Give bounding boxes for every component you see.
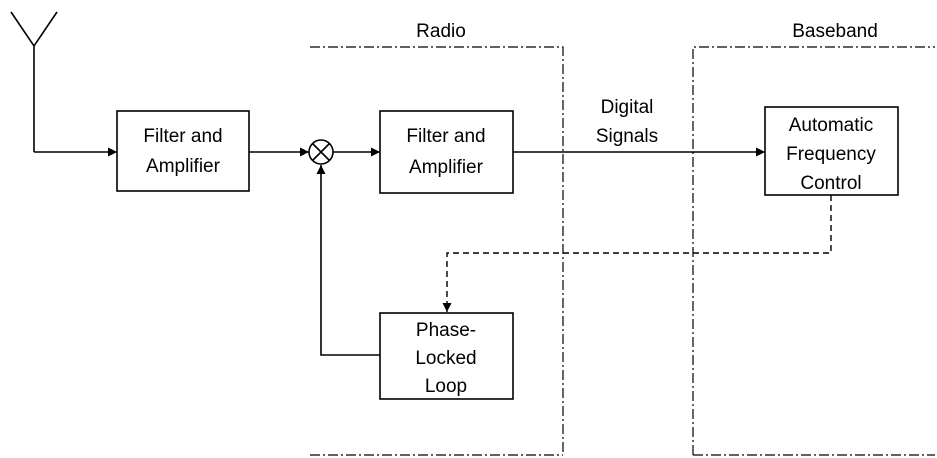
mixer-icon (308, 139, 334, 165)
radio-region-boundary (310, 46, 564, 456)
filter-amplifier-1-line-1: Filter and (143, 126, 222, 147)
phase-locked-loop-block: Phase- Locked Loop (379, 312, 514, 400)
filter-amplifier-block-2: Filter and Amplifier (379, 110, 514, 194)
pll-to-mixer-wire (316, 165, 380, 356)
filter-amplifier-1-line-2: Amplifier (146, 156, 221, 177)
afc-feedback-dashed-wire (442, 195, 832, 312)
digital-signals-label-line-2: Signals (596, 126, 658, 147)
antenna-icon (10, 11, 58, 152)
filter-amplifier-2-line-1: Filter and (406, 126, 485, 147)
filter-amplifier-block-1: Filter and Amplifier (116, 110, 250, 192)
digital-signals-label-line-1: Digital (601, 97, 654, 118)
afc-line-1: Automatic (789, 115, 873, 136)
pll-line-1: Phase- (416, 320, 476, 341)
baseband-region-boundary (692, 46, 935, 456)
pll-line-3: Loop (425, 376, 467, 397)
filter-amplifier-2-line-2: Amplifier (409, 157, 484, 178)
automatic-frequency-control-block: Automatic Frequency Control (764, 106, 899, 196)
radio-region-label: Radio (416, 21, 466, 42)
afc-line-2: Frequency (786, 144, 876, 165)
afc-line-3: Control (800, 173, 861, 194)
pll-line-2: Locked (415, 348, 476, 369)
baseband-region-label: Baseband (792, 21, 878, 42)
